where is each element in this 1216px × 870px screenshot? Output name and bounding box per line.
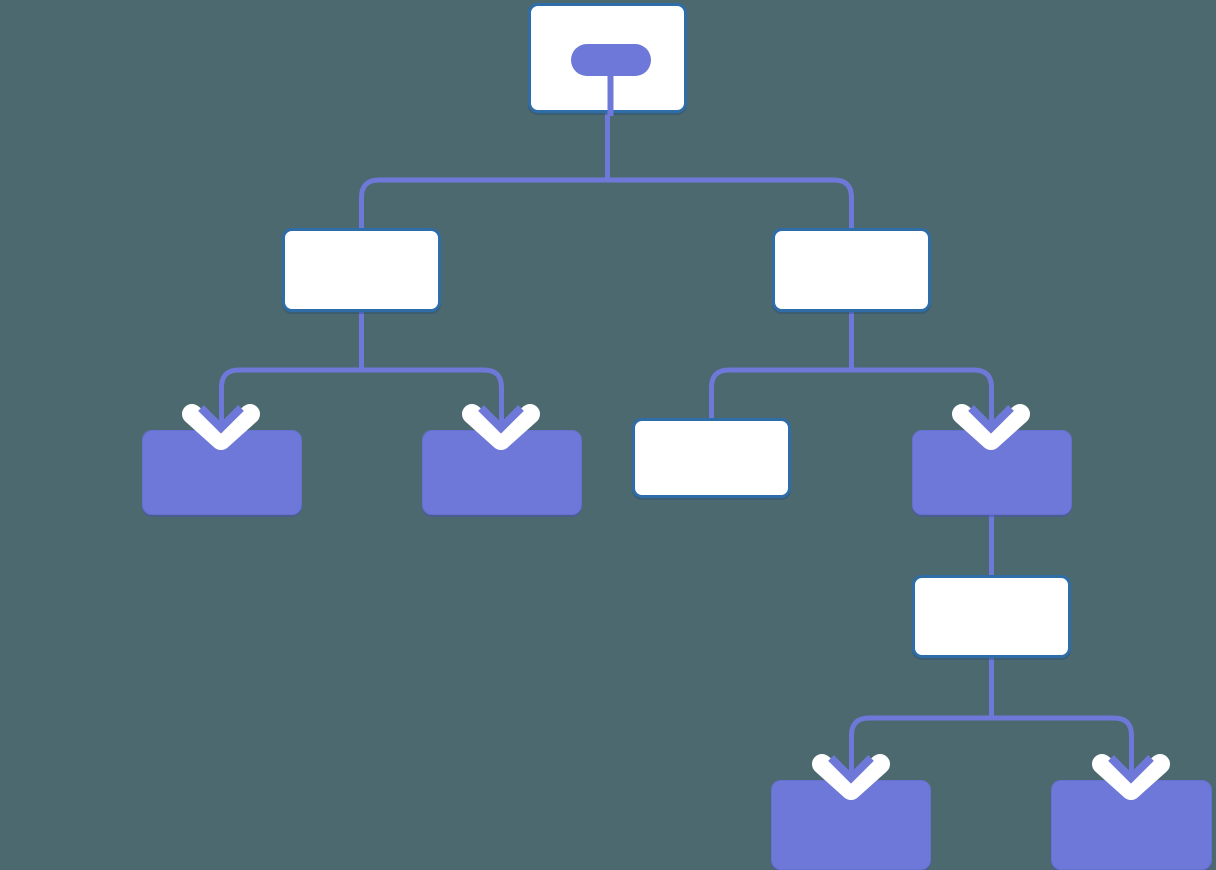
branch-node-right[interactable] xyxy=(772,228,931,312)
leaf-node-3[interactable] xyxy=(912,430,1072,515)
leaf-node-1[interactable] xyxy=(142,430,302,515)
leaf-node-2[interactable] xyxy=(422,430,582,515)
leaf-node-4[interactable] xyxy=(771,780,931,870)
branch-node-left[interactable] xyxy=(282,228,441,312)
root-pill-icon xyxy=(571,44,651,116)
open-node-plain[interactable] xyxy=(632,418,791,498)
root-node[interactable] xyxy=(528,3,687,116)
leaf-node-5[interactable] xyxy=(1051,780,1212,870)
branch-node-lower[interactable] xyxy=(912,575,1071,658)
